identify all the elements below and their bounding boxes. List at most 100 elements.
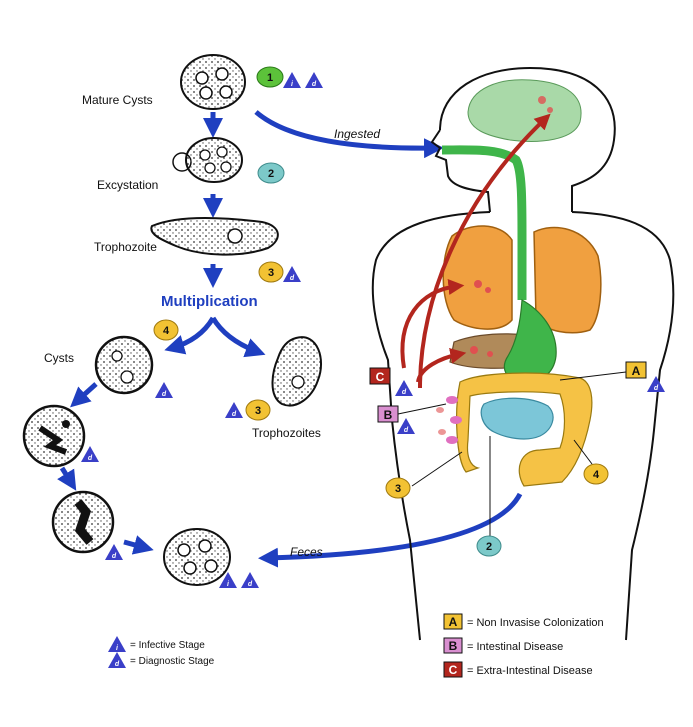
svg-text:d: d bbox=[232, 411, 237, 418]
legend-infective: i = Infective Stage bbox=[108, 636, 205, 652]
arrow-cyst2-to-cyst3 bbox=[57, 466, 77, 491]
mature-cysts-label: Mature Cysts bbox=[82, 93, 153, 107]
stage-3-pointer bbox=[411, 451, 463, 487]
svg-text:d: d bbox=[248, 581, 253, 588]
diagnostic-stage-icon: d bbox=[395, 380, 413, 396]
box-c-marker: C bbox=[369, 367, 391, 385]
cysts-label: Cysts bbox=[44, 351, 74, 365]
stage-3-badge-mid: 3 bbox=[245, 399, 271, 421]
feces-label: Feces bbox=[290, 545, 323, 559]
left-lung bbox=[442, 225, 513, 330]
svg-text:d: d bbox=[115, 661, 120, 668]
multiplication-label: Multiplication bbox=[161, 293, 258, 310]
legend-b: B = Intestinal Disease bbox=[443, 637, 563, 654]
svg-text:i: i bbox=[116, 645, 119, 652]
box-a-marker: A bbox=[625, 361, 647, 379]
stage-4-badge-body: 4 bbox=[583, 463, 609, 485]
box-a-pointer bbox=[559, 371, 627, 381]
svg-text:B: B bbox=[384, 408, 393, 422]
legend-c: C = Extra-Intestinal Disease bbox=[443, 661, 593, 678]
box-b-pointer bbox=[397, 403, 447, 415]
diagnostic-stage-icon: d bbox=[225, 402, 243, 418]
infective-stage-icon: i bbox=[219, 572, 237, 588]
small-intestine bbox=[480, 397, 554, 440]
svg-text:d: d bbox=[162, 391, 167, 398]
arrow-to-trophozoites bbox=[210, 316, 266, 358]
esophagus bbox=[441, 145, 527, 300]
red-arrow-liver bbox=[416, 348, 467, 383]
diagnostic-stage-icon: d bbox=[397, 418, 415, 434]
stage-3-badge-body: 3 bbox=[385, 477, 411, 499]
svg-text:3: 3 bbox=[395, 483, 401, 495]
svg-text:B: B bbox=[449, 639, 458, 653]
svg-text:C: C bbox=[376, 370, 385, 384]
diagnostic-stage-icon: d bbox=[155, 382, 173, 398]
cyst-stage-2-image bbox=[22, 404, 86, 468]
trophozoite-image bbox=[150, 217, 279, 256]
svg-text:4: 4 bbox=[593, 469, 600, 481]
legend-diagnostic: d = Diagnostic Stage bbox=[108, 652, 215, 668]
feces-arrow bbox=[258, 492, 523, 568]
svg-text:d: d bbox=[404, 427, 409, 434]
svg-text:d: d bbox=[654, 385, 659, 392]
diagnostic-stage-icon: d bbox=[81, 446, 99, 462]
mature-cyst-image bbox=[180, 54, 246, 110]
arrow-cyst-to-cyst2 bbox=[70, 382, 98, 408]
diagnostic-stage-icon: d bbox=[647, 376, 665, 392]
svg-text:d: d bbox=[88, 455, 93, 462]
red-arrow-lung bbox=[400, 279, 465, 369]
svg-text:= Intestinal Disease: = Intestinal Disease bbox=[467, 641, 563, 653]
intestinal-lesions bbox=[436, 396, 462, 444]
large-intestine bbox=[456, 372, 593, 487]
svg-text:1: 1 bbox=[267, 72, 273, 84]
stage-4-badge-left: 4 bbox=[153, 319, 179, 341]
box-b-marker: B bbox=[377, 405, 399, 423]
svg-text:2: 2 bbox=[268, 168, 274, 180]
brain bbox=[467, 79, 582, 142]
diagnostic-stage-icon: d bbox=[283, 266, 301, 282]
arrow-to-feces-cyst bbox=[123, 535, 154, 555]
svg-text:= Non Invasise Colonization: = Non Invasise Colonization bbox=[467, 617, 604, 629]
diagnostic-stage-icon: d bbox=[241, 572, 259, 588]
svg-text:i: i bbox=[227, 581, 230, 588]
stage-1-badge: 1 bbox=[256, 66, 284, 88]
excystation-image bbox=[172, 137, 243, 183]
red-arrow-brain bbox=[418, 113, 551, 389]
svg-text:d: d bbox=[112, 553, 117, 560]
svg-text:A: A bbox=[632, 364, 641, 378]
right-lung bbox=[533, 226, 602, 334]
trophozoite-label: Trophozoite bbox=[94, 240, 157, 254]
diagnostic-stage-icon: d bbox=[105, 544, 123, 560]
svg-text:d: d bbox=[402, 389, 407, 396]
feces-cyst-image bbox=[163, 528, 231, 586]
excystation-label: Excystation bbox=[97, 178, 158, 192]
svg-text:= Diagnostic Stage: = Diagnostic Stage bbox=[130, 656, 215, 667]
infective-stage-icon: i bbox=[283, 72, 301, 88]
cyst-stage-3-image bbox=[51, 490, 115, 554]
cyst-image bbox=[94, 335, 154, 395]
ingested-arrow bbox=[254, 110, 444, 159]
diagnostic-stage-icon: d bbox=[305, 72, 323, 88]
svg-text:d: d bbox=[312, 81, 317, 88]
svg-text:3: 3 bbox=[268, 267, 274, 279]
stage-2-badge: 2 bbox=[257, 162, 285, 184]
legend-a: A = Non Invasise Colonization bbox=[443, 613, 604, 630]
ingested-label: Ingested bbox=[334, 127, 380, 141]
human-body-outline bbox=[371, 66, 675, 641]
svg-text:C: C bbox=[449, 663, 458, 677]
svg-text:= Infective Stage: = Infective Stage bbox=[130, 640, 205, 651]
stage-4-pointer bbox=[573, 439, 593, 465]
stage-3-badge-top: 3 bbox=[258, 261, 284, 283]
svg-text:i: i bbox=[291, 81, 294, 88]
stage-2-badge-body: 2 bbox=[476, 535, 502, 557]
trophozoites-image bbox=[271, 336, 322, 407]
svg-text:= Extra-Intestinal Disease: = Extra-Intestinal Disease bbox=[467, 665, 593, 677]
svg-text:A: A bbox=[449, 615, 458, 629]
arrow-to-cysts bbox=[164, 316, 216, 355]
svg-text:2: 2 bbox=[486, 541, 492, 553]
svg-text:4: 4 bbox=[163, 325, 170, 337]
trophozoites-label: Trophozoites bbox=[252, 426, 321, 440]
svg-text:d: d bbox=[290, 275, 295, 282]
svg-text:3: 3 bbox=[255, 405, 261, 417]
